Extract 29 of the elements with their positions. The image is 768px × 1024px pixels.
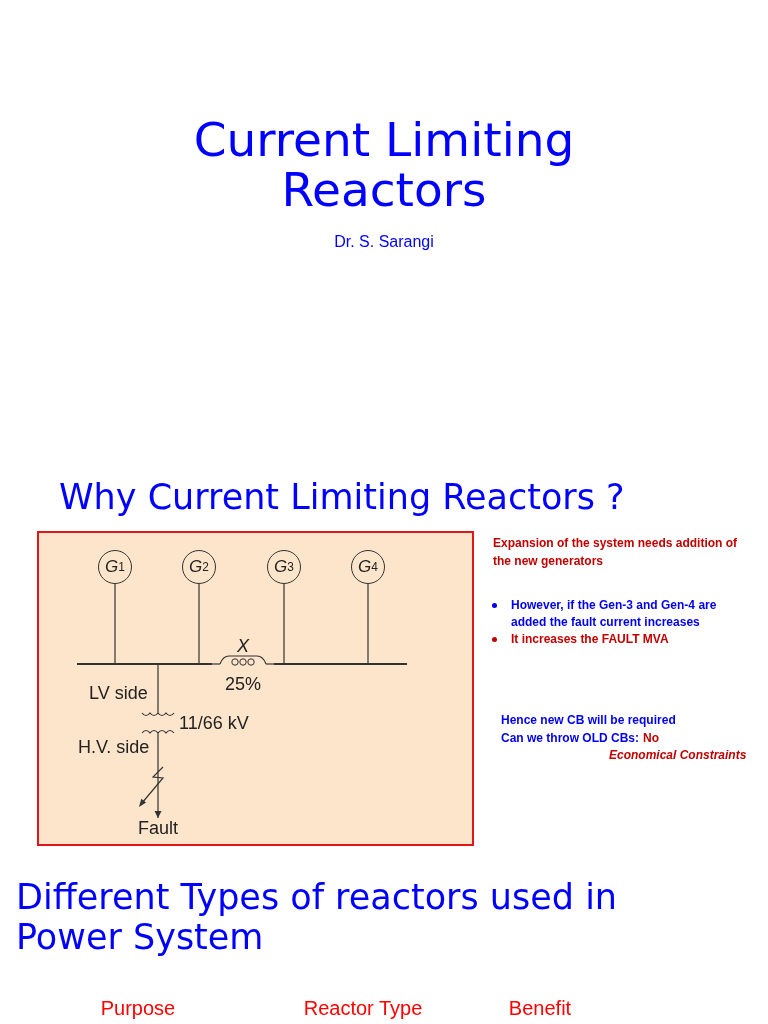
connection-line	[114, 583, 116, 664]
section-heading: Different Types of reactors used in Power System	[16, 877, 619, 957]
question-text: Can we throw OLD CBs:	[501, 731, 639, 745]
winding-label: H.V. side	[78, 737, 150, 757]
note-text: Hence new CB will be required	[501, 713, 676, 727]
bullet-text: However, if the Gen-3 and Gen-4 are added the fault current increases	[511, 597, 718, 631]
note-text: Expansion of the system needs addition of the new generators	[493, 535, 739, 570]
slide-title: Current Limiting Reactors	[192, 115, 576, 215]
voltage-rating: 11/66 kV	[179, 713, 249, 733]
column-header: Purpose	[100, 997, 176, 1019]
column-header: Benefit	[508, 997, 572, 1019]
reactance-value: 25%	[225, 674, 261, 694]
answer-text: No	[643, 731, 659, 745]
slide-heading: Why Current Limiting Reactors ?	[59, 477, 625, 517]
connection-line	[211, 663, 221, 665]
author-name: Dr. S. Sarangi	[334, 233, 434, 250]
transformer-symbol	[140, 706, 176, 740]
column-header: Reactor Type	[303, 997, 423, 1019]
reactor-label: X	[237, 636, 249, 656]
connection-line	[283, 583, 285, 664]
connection-line	[367, 583, 369, 664]
winding-label: LV side	[89, 683, 148, 703]
connection-line	[157, 664, 159, 707]
fault-label: Fault	[138, 818, 178, 838]
connection-line	[198, 583, 200, 664]
connection-line	[265, 663, 275, 665]
note-text: Economical Constraints	[609, 748, 747, 762]
arrow	[154, 739, 162, 819]
bullet-text: It increases the FAULT MVA	[511, 631, 670, 648]
